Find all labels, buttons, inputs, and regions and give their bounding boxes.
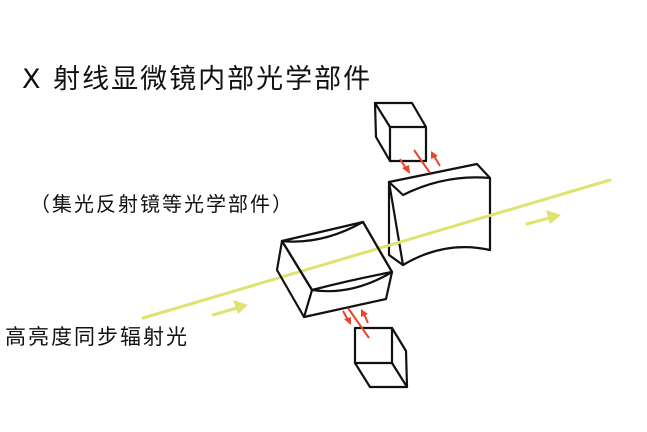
beam-direction-arrow <box>525 210 561 226</box>
bottom-adjustment-arrows <box>342 307 370 339</box>
top-adjustment-arrows <box>399 149 441 174</box>
synchrotron-beam <box>141 178 612 320</box>
synchrotron-beam-label: 高亮度同步辐射光 <box>5 325 189 349</box>
right-mirror <box>387 162 492 267</box>
left-mirror <box>275 220 394 319</box>
bottom-actuator-block <box>353 326 409 389</box>
beam-direction-arrow <box>211 300 248 317</box>
top-actuator-block <box>373 101 428 163</box>
diagram-title: X 射线显微镜内部光学部件 <box>22 64 373 95</box>
optics-subtitle: （集光反射镜等光学部件） <box>30 192 294 216</box>
